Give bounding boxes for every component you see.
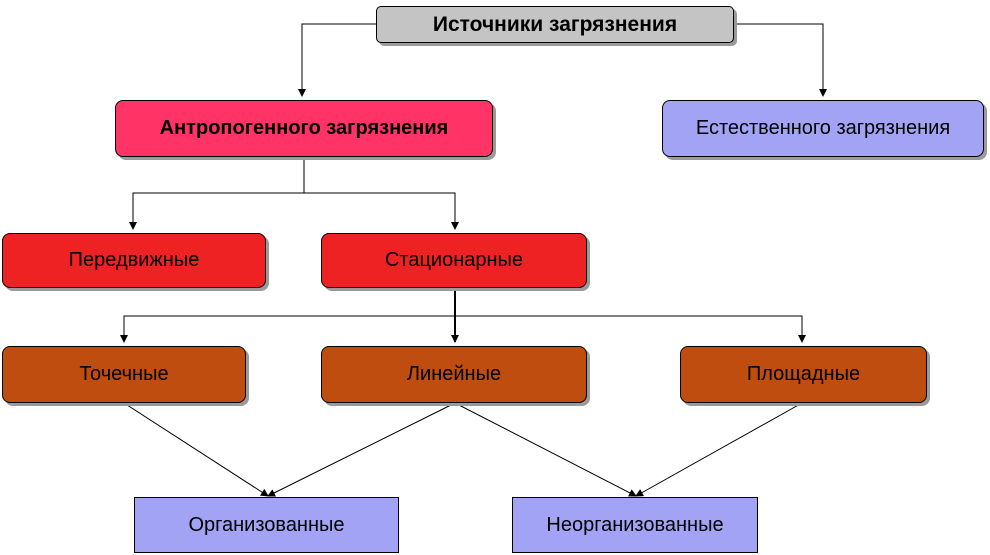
node-organized: Организованные — [134, 497, 399, 553]
connector-linear-organized — [267, 402, 456, 497]
node-anthropogenic-label: Антропогенного загрязнения — [159, 117, 449, 139]
node-unorganized: Неорганизованные — [512, 497, 758, 553]
node-area-label: Площадные — [746, 363, 861, 385]
connector-anthropogenic-stationary — [304, 192, 459, 230]
node-natural-label: Естественного загрязнения — [695, 117, 951, 139]
node-linear: Линейные — [321, 346, 587, 403]
connector-point-organized — [123, 402, 269, 497]
node-area: Площадные — [680, 346, 927, 403]
node-organized-label: Организованные — [188, 513, 345, 536]
node-point-label: Точечные — [79, 363, 169, 385]
node-stationary-label: Стационарные — [384, 249, 524, 271]
node-stationary: Стационарные — [321, 233, 587, 288]
connector-root-anthropogenic — [298, 23, 376, 97]
connector-root-natural — [734, 23, 827, 97]
node-anthropogenic: Антропогенного загрязнения — [115, 100, 493, 157]
connector-stationary-area — [455, 315, 806, 343]
node-natural: Естественного загрязнения — [662, 100, 984, 157]
node-mobile-label: Передвижные — [68, 249, 200, 271]
node-root: Источники загрязнения — [376, 6, 734, 43]
node-mobile: Передвижные — [2, 233, 266, 288]
node-linear-label: Линейные — [406, 363, 502, 385]
node-point: Точечные — [2, 346, 246, 403]
connector-area-unorganized — [635, 402, 803, 497]
connector-stationary-point — [120, 315, 455, 343]
connector-linear-unorganized — [454, 402, 637, 497]
node-root-label: Источники загрязнения — [432, 12, 678, 36]
connector-anthropogenic-split — [129, 157, 305, 230]
node-unorganized-label: Неорганизованные — [546, 513, 724, 536]
